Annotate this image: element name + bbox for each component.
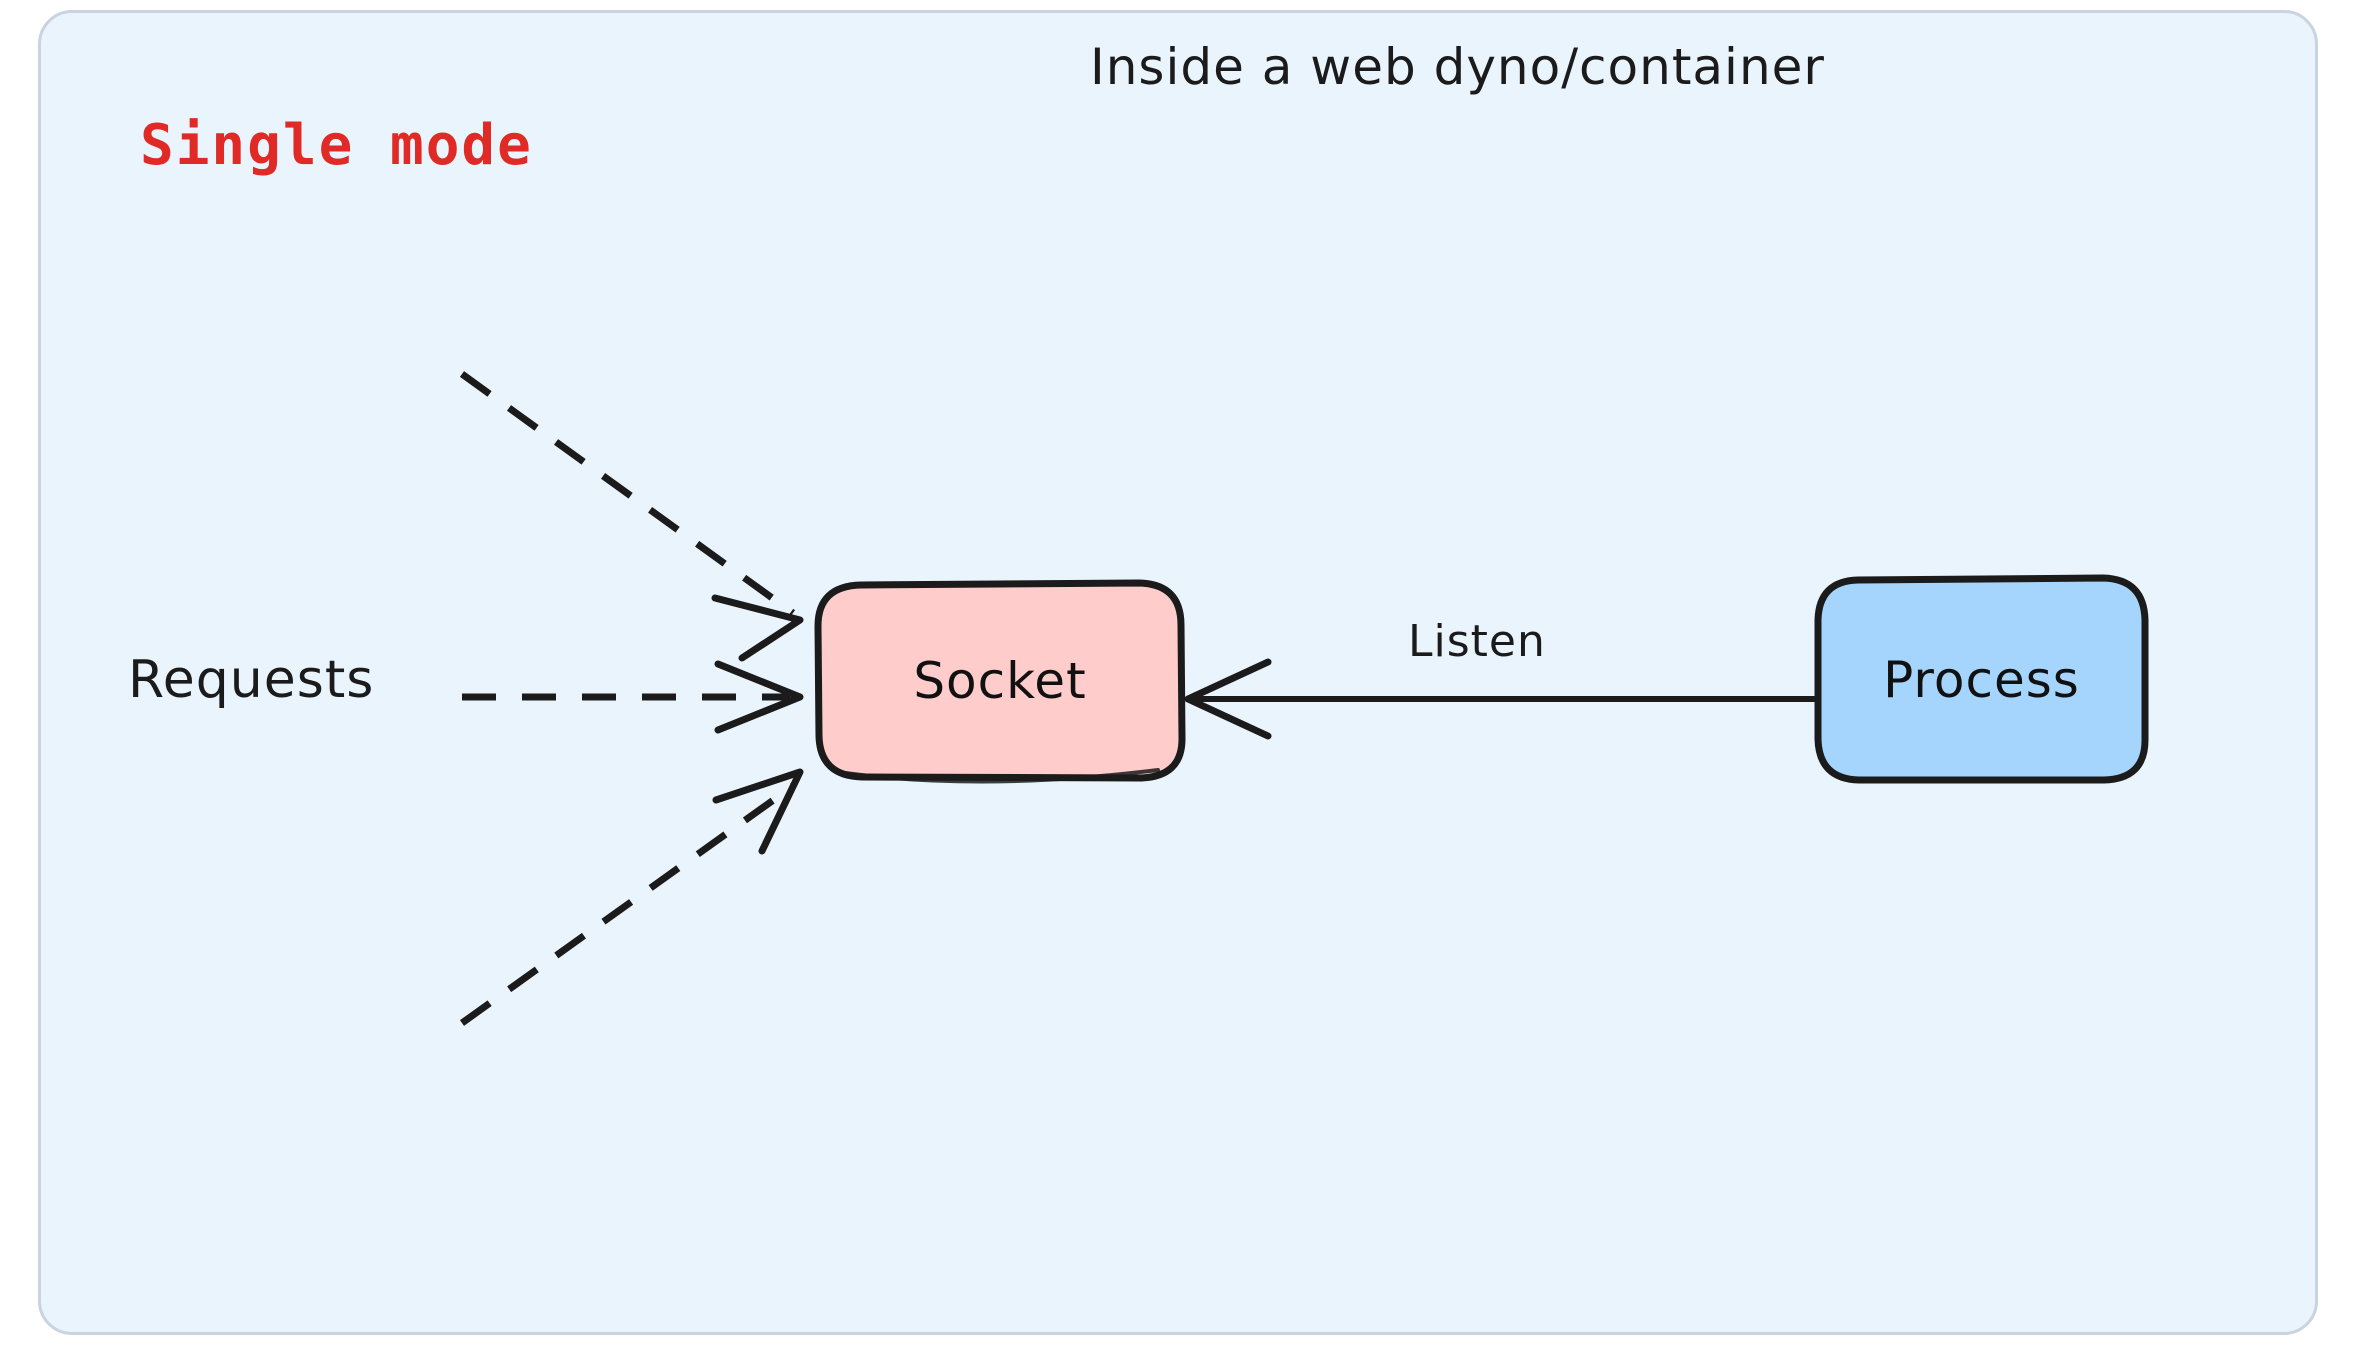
requests-label: Requests [128,650,375,710]
panel-title: Inside a web dyno/container [1090,38,1825,96]
socket-node-label: Socket [913,652,1087,710]
process-node-label: Process [1883,650,2080,709]
listen-edge-label: Listen [1408,616,1546,667]
mode-title: Single mode [140,113,533,178]
